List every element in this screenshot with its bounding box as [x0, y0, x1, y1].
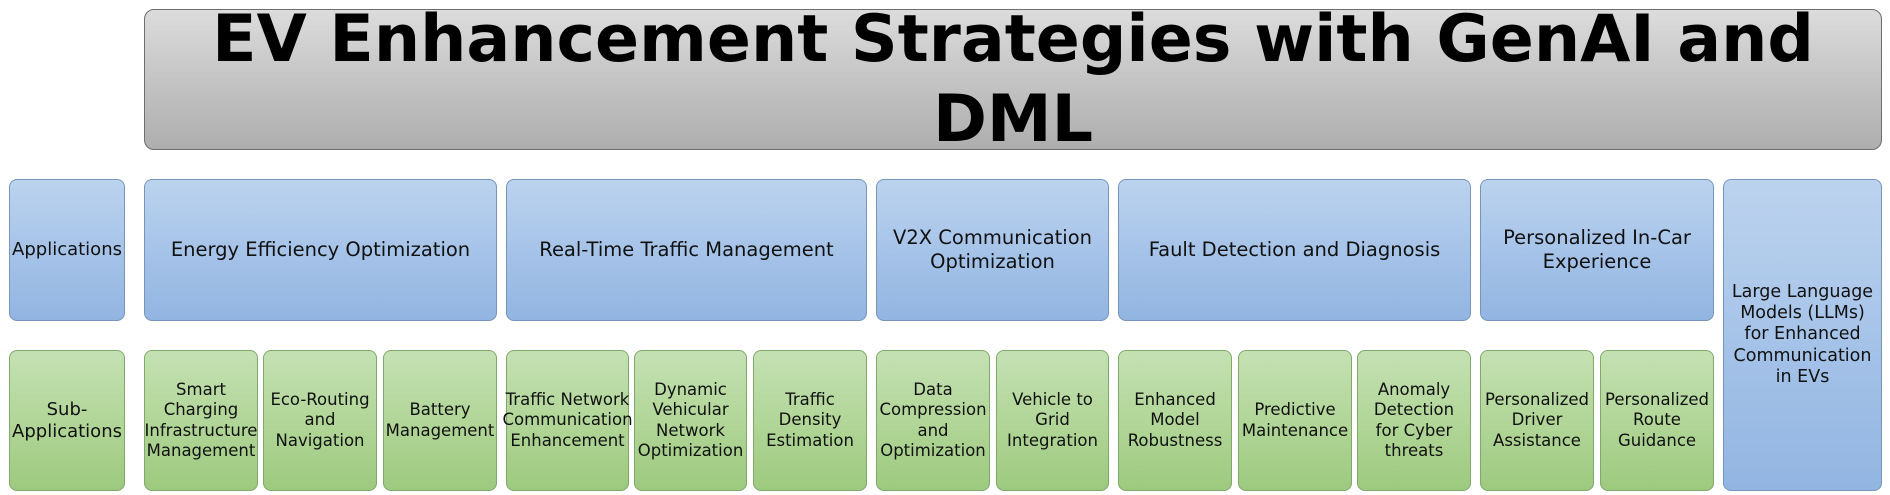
sub-dynamic-network: Dynamic Vehicular Network Optimization	[634, 350, 747, 491]
sub-driver-assistance: Personalized Driver Assistance	[1480, 350, 1594, 491]
application-v2x-communication: V2X Communication Optimization	[876, 179, 1109, 321]
sub-predictive-maintenance: Predictive Maintenance	[1238, 350, 1352, 491]
sub-applications-row-label: Sub-Applications	[9, 350, 125, 491]
application-personalized-experience: Personalized In-Car Experience	[1480, 179, 1714, 321]
application-fault-detection: Fault Detection and Diagnosis	[1118, 179, 1471, 321]
sub-route-guidance: Personalized Route Guidance	[1600, 350, 1714, 491]
sub-data-compression: Data Compression and Optimization	[876, 350, 990, 491]
sub-smart-charging: Smart Charging Infrastructure Management	[144, 350, 258, 491]
applications-row-label: Applications	[9, 179, 125, 321]
sub-model-robustness: Enhanced Model Robustness	[1118, 350, 1232, 491]
sub-traffic-network: Traffic Network Communication Enhancemen…	[502, 350, 633, 491]
sub-anomaly-detection: Anomaly Detection for Cyber threats	[1357, 350, 1471, 491]
sub-vehicle-to-grid: Vehicle to Grid Integration	[996, 350, 1109, 491]
application-energy-efficiency: Energy Efficiency Optimization	[144, 179, 497, 321]
llm-enhanced-communication: Large Language Models (LLMs) for Enhance…	[1723, 179, 1882, 491]
sub-eco-routing: Eco-Routing and Navigation	[263, 350, 377, 491]
sub-traffic-density: Traffic Density Estimation	[753, 350, 867, 491]
diagram-title: EV Enhancement Strategies with GenAI and…	[144, 2, 1882, 157]
application-traffic-management: Real-Time Traffic Management	[506, 179, 867, 321]
sub-battery-management: Battery Management	[383, 350, 497, 491]
